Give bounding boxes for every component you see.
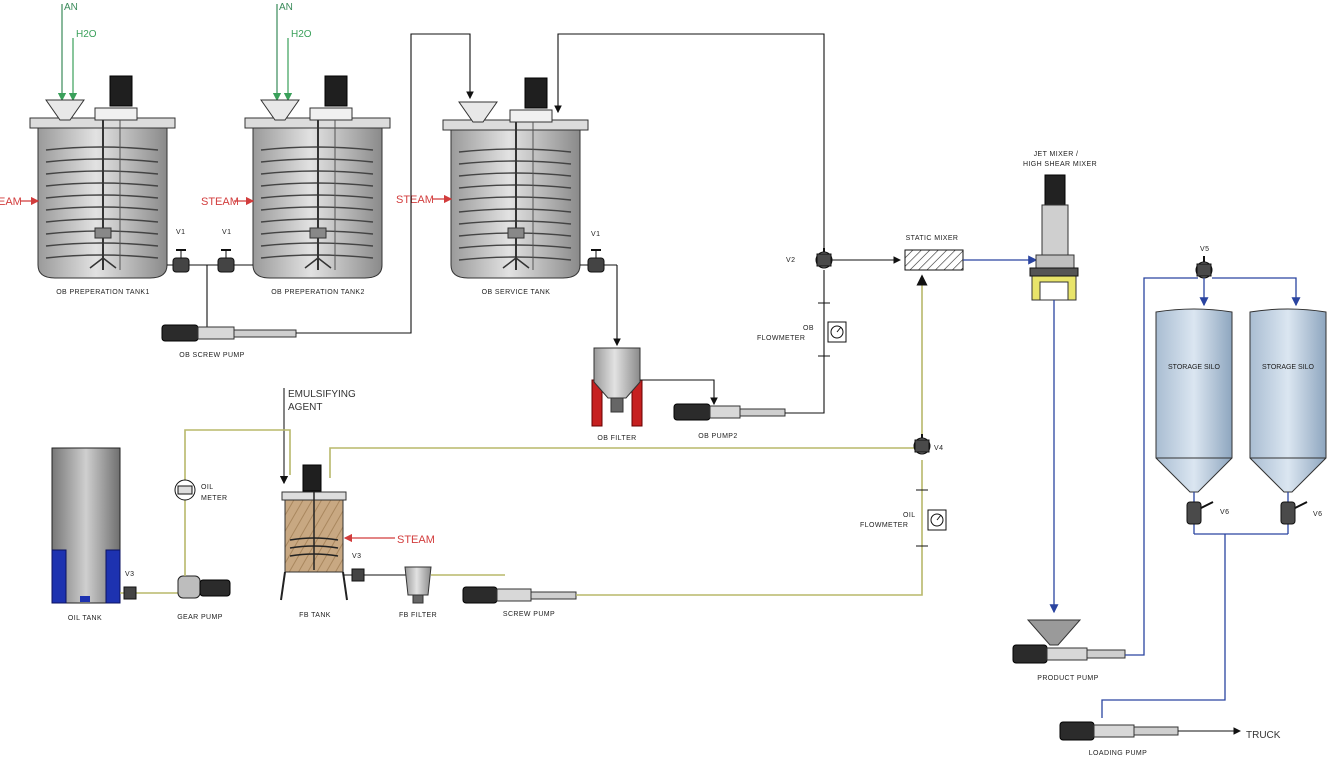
oil-flowmeter: OIL FLOWMETER — [860, 489, 947, 547]
valve-v5-label: V5 — [1200, 246, 1209, 253]
pipe-gear-to-fb-tank — [184, 429, 291, 576]
pipe-product-to-v5 — [1125, 277, 1198, 656]
valve-v3-fb-label: V3 — [352, 553, 361, 560]
ob-service-tank: OB SERVICE TANK STEAM — [396, 77, 589, 296]
an-feed-label-2: AN — [279, 2, 293, 13]
jet-mixer-label-2: HIGH SHEAR MIXER — [1023, 161, 1097, 168]
static-mixer-label: STATIC MIXER — [906, 235, 959, 242]
steam-label-1: EAM — [0, 196, 22, 208]
fb-filter-label: FB FILTER — [399, 612, 437, 619]
gear-pump-label: GEAR PUMP — [177, 614, 223, 621]
ob-filter: OB FILTER — [591, 347, 643, 442]
valve-v1-label-a: V1 — [176, 229, 185, 236]
valve-v6-a-label: V6 — [1220, 509, 1229, 516]
valve-v1-label-c: V1 — [591, 231, 600, 238]
an-feed-label-1: AN — [64, 2, 78, 13]
emulsifying-agent-feed: EMULSIFYING AGENT — [279, 388, 356, 485]
ob-preparation-tank-2: OB PREPERATION TANK2 STEAM — [201, 75, 391, 296]
oil-meter-label-2: METER — [201, 495, 228, 502]
ob-service-tank-label: OB SERVICE TANK — [482, 289, 551, 296]
storage-silo-b-label: STORAGE SILO — [1262, 364, 1315, 371]
ob-screw-pump-label: OB SCREW PUMP — [179, 352, 244, 359]
pipe-to-loading-pump — [1101, 534, 1226, 718]
valve-v6-b[interactable]: V6 — [1280, 492, 1322, 534]
pipe-v5-to-silo-b — [1212, 277, 1301, 307]
oil-tank-label: OIL TANK — [68, 615, 102, 622]
valve-v1-tank2[interactable]: V1 — [217, 229, 253, 273]
h2o-feed-label-1: H2O — [76, 29, 97, 40]
fb-tank-label: FB TANK — [299, 612, 331, 619]
valve-v1-label-b: V1 — [222, 229, 231, 236]
valve-v3-oil-label: V3 — [125, 571, 134, 578]
oil-flowmeter-label-1: OIL — [903, 512, 915, 519]
ob-flowmeter-label-1: OB — [803, 325, 814, 332]
feed-lines: AN H2O AN H2O — [57, 2, 312, 102]
valve-v6-a[interactable]: V6 — [1186, 492, 1229, 534]
ob-flowmeter-label-2: FLOWMETER — [757, 335, 805, 342]
fb-filter: FB FILTER — [399, 566, 437, 619]
valve-v6-b-label: V6 — [1313, 511, 1322, 518]
pipe-screw-to-v4 — [576, 460, 923, 596]
pipe-pump2-to-v2 — [785, 270, 825, 414]
valve-v2-label: V2 — [786, 257, 795, 264]
steam-label-fb: STEAM — [397, 534, 435, 546]
screw-pump[interactable]: SCREW PUMP — [462, 586, 577, 618]
emulsifying-label-1: EMULSIFYING — [288, 389, 356, 400]
oil-meter-label-1: OIL — [201, 484, 213, 491]
valve-v4-label: V4 — [934, 445, 943, 452]
oil-tank: OIL TANK — [51, 447, 121, 622]
product-pump[interactable]: PRODUCT PUMP — [1012, 619, 1126, 682]
jet-mixer-label-1: JET MIXER / — [1034, 151, 1079, 158]
steam-label-2: STEAM — [201, 196, 239, 208]
valve-v5[interactable]: V5 — [1195, 246, 1213, 279]
storage-silo-b: STORAGE SILO — [1249, 308, 1327, 493]
valve-v1-service[interactable]: V1 — [580, 231, 617, 273]
pipe-filter-to-pump2 — [640, 379, 718, 406]
jet-mixer: JET MIXER / HIGH SHEAR MIXER — [1023, 151, 1097, 301]
valve-v4[interactable]: V4 — [913, 434, 943, 455]
valve-v2[interactable]: V2 — [786, 248, 833, 269]
pipe-ob-to-service-tank — [296, 33, 474, 334]
truck-label: TRUCK — [1246, 730, 1281, 741]
pipe-recirc-to-service — [554, 33, 825, 255]
ob-screw-pump[interactable]: OB SCREW PUMP — [161, 324, 297, 359]
storage-silo-a-label: STORAGE SILO — [1168, 364, 1221, 371]
ob-prep-tank-1-label: OB PREPERATION TANK1 — [56, 289, 150, 296]
ob-pump-2[interactable]: OB PUMP2 — [673, 403, 786, 440]
static-mixer: STATIC MIXER — [904, 235, 964, 271]
valve-v3-fb[interactable]: V3 — [343, 553, 410, 582]
storage-silo-a: STORAGE SILO — [1155, 308, 1233, 493]
gear-pump[interactable]: GEAR PUMP — [177, 575, 231, 621]
screw-pump-label: SCREW PUMP — [503, 611, 555, 618]
valve-v1-tank1[interactable]: V1 — [167, 229, 218, 273]
oil-meter: OIL METER — [174, 479, 228, 502]
ob-filter-label: OB FILTER — [597, 435, 636, 442]
steam-label-3: STEAM — [396, 194, 434, 206]
loading-pump-label: LOADING PUMP — [1089, 750, 1147, 757]
emulsifying-label-2: AGENT — [288, 402, 322, 413]
ob-flowmeter: OB FLOWMETER — [757, 302, 847, 357]
oil-flowmeter-label-2: FLOWMETER — [860, 522, 908, 529]
ob-pump-2-label: OB PUMP2 — [698, 433, 737, 440]
h2o-feed-label-2: H2O — [291, 29, 312, 40]
pipe-fb-recirc — [329, 447, 922, 478]
product-pump-label: PRODUCT PUMP — [1037, 675, 1098, 682]
valve-v3-oil[interactable]: V3 — [120, 571, 178, 600]
fb-tank: FB TANK STEAM — [280, 464, 435, 619]
ob-prep-tank-2-label: OB PREPERATION TANK2 — [271, 289, 365, 296]
loading-pump[interactable]: LOADING PUMP — [1059, 721, 1179, 757]
ob-preparation-tank-1: OB PREPERATION TANK1 EAM — [0, 75, 176, 296]
